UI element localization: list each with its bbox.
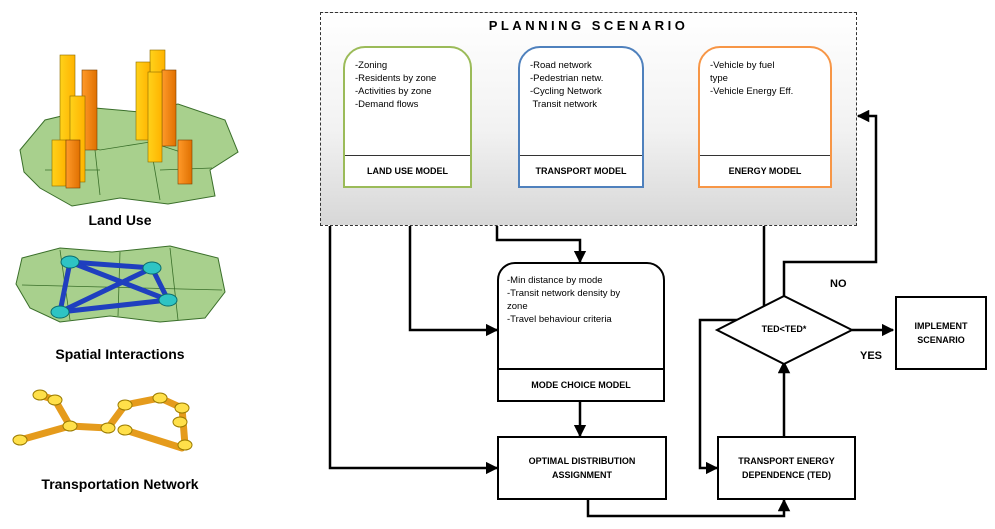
energy-model-label: ENERGY MODEL (700, 155, 830, 186)
implement-line2: SCENARIO (917, 335, 965, 345)
list-item: -Demand flows (355, 99, 419, 110)
energy-model-card[interactable]: -Vehicle by fuel type -Vehicle Energy Ef… (698, 46, 832, 188)
optimal-distribution-line1: OPTIMAL DISTRIBUTION (528, 456, 636, 466)
transport-energy-dependence-box[interactable]: TRANSPORT ENERGY DEPENDENCE (TED) (717, 436, 856, 500)
energy-model-items: -Vehicle by fuel type -Vehicle Energy Ef… (710, 59, 793, 98)
list-item: -Residents by zone (355, 73, 437, 84)
planning-scenario-title: PLANNING SCENARIO (488, 18, 689, 33)
mode-choice-model-box[interactable]: -Min distance by mode -Transit network d… (497, 262, 665, 402)
list-item: -Transit network density by (507, 288, 621, 299)
implement-line1: IMPLEMENT (914, 321, 968, 331)
list-item: -Travel behaviour criteria (507, 314, 612, 325)
list-item: -Cycling Network (530, 86, 602, 97)
decision-label: TED<TED* (761, 324, 807, 334)
spatial-interactions-illustration (15, 245, 226, 323)
connector-energy-to-ted (698, 186, 766, 475)
branch-no-label: NO (830, 278, 847, 290)
list-item: type (710, 73, 728, 84)
optimal-distribution-box[interactable]: OPTIMAL DISTRIBUTION ASSIGNMENT (497, 436, 667, 500)
land-use-illustration (19, 49, 239, 207)
list-item: -Vehicle by fuel (710, 60, 775, 71)
connector-landuse-to-modechoice (408, 186, 499, 337)
list-item: zone (507, 301, 528, 312)
land-use-model-card[interactable]: -Zoning -Residents by zone -Activities b… (343, 46, 472, 188)
list-item: -Road network (530, 60, 592, 71)
transportation-network-caption: Transportation Network (41, 476, 199, 492)
list-item: -Zoning (355, 60, 388, 71)
mode-choice-items: -Min distance by mode -Transit network d… (507, 274, 620, 326)
branch-yes-label: YES (860, 350, 883, 362)
transport-model-label: TRANSPORT MODEL (520, 155, 642, 186)
optimal-distribution-line2: ASSIGNMENT (551, 470, 612, 480)
list-item: -Activities by zone (355, 86, 432, 97)
land-use-model-label: LAND USE MODEL (345, 155, 470, 186)
connector-landuse-to-distribution (328, 172, 499, 475)
land-use-model-items: -Zoning -Residents by zone -Activities b… (355, 59, 436, 111)
list-item: -Pedestrian netw. (530, 73, 604, 84)
transport-model-items: -Road network -Pedestrian netw. -Cycling… (530, 59, 603, 111)
spatial-interactions-caption: Spatial Interactions (55, 346, 185, 362)
implement-scenario-box[interactable]: IMPLEMENT SCENARIO (895, 296, 987, 370)
connector-distribution-to-ted (586, 498, 791, 518)
list-item: Transit network (530, 99, 598, 110)
ted-line2: DEPENDENCE (TED) (741, 470, 831, 480)
transportation-network-illustration (12, 389, 193, 452)
list-item: -Min distance by mode (507, 275, 603, 286)
land-use-caption: Land Use (88, 212, 152, 228)
decision-diamond (714, 294, 855, 366)
transport-model-card[interactable]: -Road network -Pedestrian netw. -Cycling… (518, 46, 644, 188)
ted-line1: TRANSPORT ENERGY (738, 456, 835, 466)
connector-decision-no (782, 109, 878, 296)
mode-choice-label: MODE CHOICE MODEL (499, 368, 663, 400)
list-item: -Vehicle Energy Eff. (710, 86, 794, 97)
